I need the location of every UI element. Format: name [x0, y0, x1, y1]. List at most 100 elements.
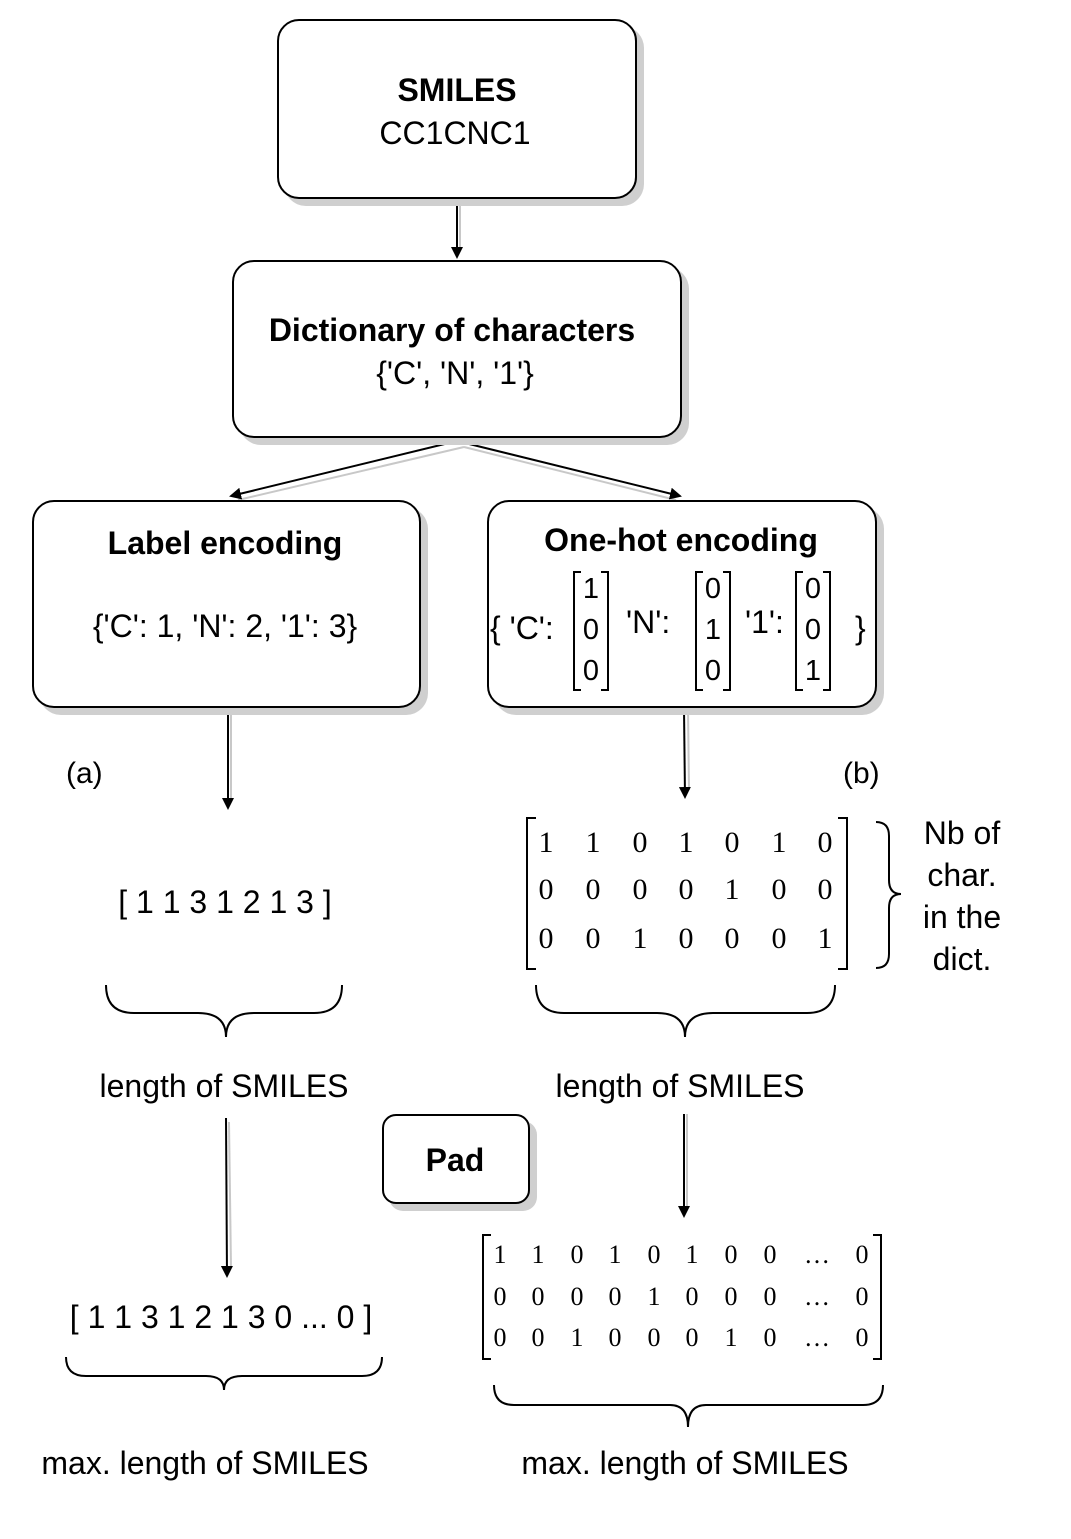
matrix-cell: … [804, 1240, 830, 1269]
matrix-cell: 0 [538, 922, 554, 955]
arrow-onehot-to-matrix [678, 708, 691, 799]
matrix-cell: 0 [531, 1282, 545, 1311]
matrix-cell: 1 [632, 922, 648, 955]
matrix-cell: 1 [570, 1323, 584, 1352]
matrix-cell: … [804, 1323, 830, 1352]
tag-a: (a) [66, 757, 103, 790]
nb-chars-line: dict. [932, 941, 992, 977]
matrix-bracket-right [838, 817, 848, 970]
matrix-cell: 1 [724, 873, 740, 906]
matrix-cell: 0 [632, 873, 648, 906]
label-encoding-title: Label encoding [107, 525, 343, 561]
matrix-cell: 0 [632, 826, 648, 859]
matrix-cell: 0 [493, 1282, 507, 1311]
matrix-cell: 0 [685, 1282, 699, 1311]
dictionary-title: Dictionary of characters [268, 312, 636, 348]
matrix-cell: 0 [771, 873, 787, 906]
matrix-cell: 1 [531, 1240, 545, 1269]
matrix-bracket-left [526, 817, 536, 970]
vector-1-0: 0 [804, 573, 822, 605]
label-padded-sequence: [ 1 1 3 1 2 1 3 0 ... 0 ] [69, 1299, 373, 1335]
matrix-cell: 0 [763, 1240, 777, 1269]
matrix-cell: 0 [585, 922, 601, 955]
matrix-cell: 1 [647, 1282, 661, 1311]
nb-chars-caption: Nb of char. in the dict. [923, 812, 1001, 980]
matrix-cell: 0 [763, 1323, 777, 1352]
brace-length-label [105, 984, 343, 1038]
vector-c: 1 0 0 [573, 571, 609, 691]
pad-box [382, 1114, 530, 1204]
vector-1-1: 0 [804, 614, 822, 646]
label-encoding-box [32, 500, 421, 708]
matrix-cell: 0 [724, 1282, 738, 1311]
pad-label: Pad [425, 1142, 485, 1178]
matrix-cell: 0 [608, 1323, 622, 1352]
matrix-cell: 0 [724, 922, 740, 955]
onehot-length-caption: length of SMILES [555, 1068, 805, 1104]
dictionary-value: {'C', 'N', '1'} [376, 355, 534, 391]
onehot-key-n: 'N': [626, 604, 671, 640]
padded-matrix-bracket-left [482, 1234, 491, 1360]
vector-c-0: 1 [582, 573, 600, 605]
matrix-cell: 0 [855, 1282, 869, 1311]
matrix-cell: 0 [817, 873, 833, 906]
brace-nb-chars [875, 821, 902, 969]
arrow-dict-to-label [229, 440, 458, 500]
vector-1: 0 0 1 [795, 571, 831, 691]
matrix-cell: 0 [647, 1240, 661, 1269]
padded-matrix-bracket-right [873, 1234, 882, 1360]
brace-max-label [65, 1356, 383, 1391]
matrix-cell: 0 [570, 1240, 584, 1269]
onehot-max-caption: max. length of SMILES [521, 1445, 849, 1481]
label-max-caption: max. length of SMILES [41, 1445, 369, 1481]
vector-c-2: 0 [582, 655, 600, 687]
matrix-cell: 1 [678, 826, 694, 859]
vector-n-1: 1 [704, 614, 722, 646]
matrix-cell: 1 [685, 1240, 699, 1269]
matrix-cell: 0 [493, 1323, 507, 1352]
matrix-cell: 0 [585, 873, 601, 906]
vector-1-2: 1 [804, 655, 822, 687]
matrix-cell: 0 [570, 1282, 584, 1311]
matrix-cell: 1 [771, 826, 787, 859]
matrix-cell: 1 [817, 922, 833, 955]
matrix-cell: 0 [771, 922, 787, 955]
matrix-cell: 0 [608, 1282, 622, 1311]
arrow-dict-to-onehot [456, 440, 682, 500]
matrix-cell: 0 [855, 1240, 869, 1269]
arrow-seq-to-padded [220, 1117, 233, 1278]
onehot-close-brace: } [855, 610, 866, 646]
matrix-cell: 1 [724, 1323, 738, 1352]
matrix-cell: 0 [685, 1323, 699, 1352]
vector-n-0: 0 [704, 573, 722, 605]
onehot-key-1: '1': [745, 604, 784, 640]
smiles-box [277, 19, 637, 199]
matrix-cell: 1 [585, 826, 601, 859]
matrix-cell: 0 [678, 922, 694, 955]
vector-n: 0 1 0 [695, 571, 731, 691]
nb-chars-line: Nb of [923, 815, 1001, 851]
matrix-cell: 1 [608, 1240, 622, 1269]
matrix-cell: 0 [531, 1323, 545, 1352]
label-length-caption: length of SMILES [99, 1068, 349, 1104]
matrix-cell: 0 [817, 826, 833, 859]
matrix-cell: 1 [538, 826, 554, 859]
matrix-cell: 0 [647, 1323, 661, 1352]
smiles-value: CC1CNC1 [379, 115, 531, 151]
onehot-encoding-title: One-hot encoding [544, 522, 818, 558]
tag-b: (b) [843, 757, 880, 790]
dictionary-box [232, 260, 682, 438]
label-encoding-value: {'C': 1, 'N': 2, '1': 3} [92, 608, 358, 644]
onehot-open-brace: { 'C': [490, 610, 554, 646]
matrix-cell: … [804, 1282, 830, 1311]
smiles-title: SMILES [397, 72, 517, 108]
matrix-cell: 0 [724, 1240, 738, 1269]
matrix-cell: 1 [493, 1240, 507, 1269]
matrix-cell: 0 [538, 873, 554, 906]
matrix-cell: 0 [763, 1282, 777, 1311]
label-sequence: [ 1 1 3 1 2 1 3 ] [118, 884, 332, 920]
vector-n-2: 0 [704, 655, 722, 687]
vector-c-1: 0 [582, 614, 600, 646]
brace-length-onehot [535, 984, 836, 1038]
